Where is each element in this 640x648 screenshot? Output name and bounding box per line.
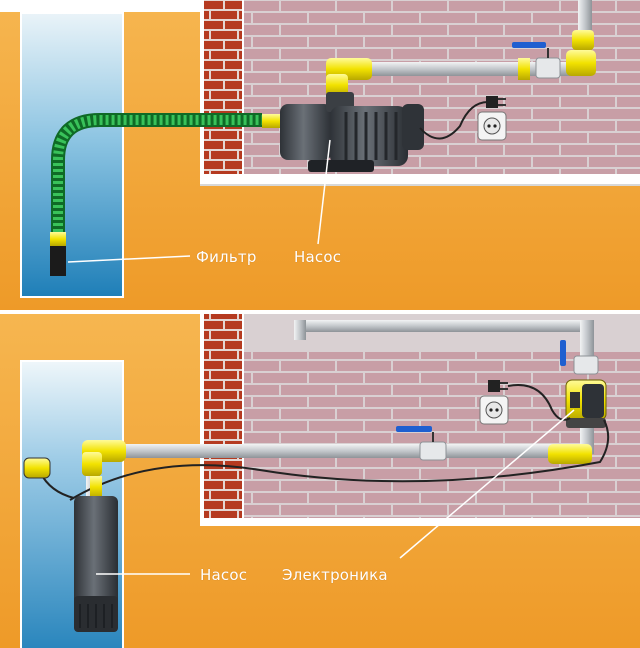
- leader-electronics: [399, 409, 575, 559]
- leader-filter: [67, 255, 191, 263]
- leader-top-pump: [317, 139, 331, 245]
- label-top-pump: Насос: [294, 248, 342, 266]
- top-socket: [477, 111, 507, 141]
- bottom-pump-cable: [69, 419, 610, 501]
- top-plug: [486, 96, 506, 108]
- bottom-float-switch: [23, 457, 75, 499]
- top-filter: [50, 232, 66, 276]
- label-bottom-pump: Насос: [200, 566, 248, 584]
- bottom-socket: [479, 395, 509, 425]
- top-well: [20, 12, 124, 298]
- top-power-cable: [419, 101, 489, 140]
- top-fittings: [326, 30, 596, 96]
- label-filter: Фильтр: [196, 248, 257, 266]
- top-brick-column: [204, 0, 242, 176]
- bottom-plug: [488, 380, 508, 392]
- label-electronics: Электроника: [282, 566, 388, 584]
- top-diagram: [0, 0, 640, 312]
- top-surface-pump: [262, 92, 424, 172]
- bottom-brick-column: [204, 314, 242, 520]
- bottom-submersible-pump: [74, 476, 118, 632]
- bottom-valve: [396, 426, 447, 461]
- top-valve: [512, 42, 561, 79]
- bottom-power-cable: [507, 384, 571, 421]
- bottom-fittings: [82, 440, 592, 476]
- bottom-diagram: [0, 314, 640, 648]
- bottom-electronics-unit: [565, 379, 607, 428]
- bottom-upper-valve: [560, 340, 599, 375]
